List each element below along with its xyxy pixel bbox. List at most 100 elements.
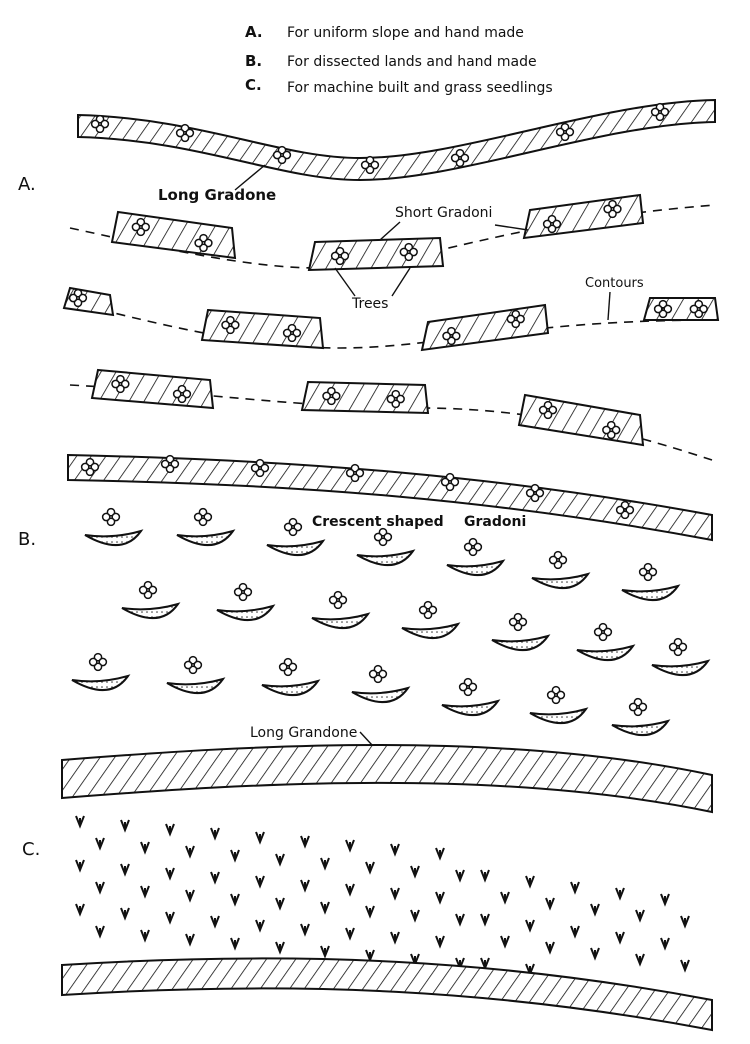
tree-icon	[80, 457, 100, 477]
tree-lobe	[282, 328, 292, 338]
crescent-gradoni	[621, 562, 681, 602]
grass-seedling-icon	[525, 919, 535, 933]
grass-seedling-icon	[410, 865, 420, 879]
tree-icon	[602, 420, 621, 440]
tree-lobe	[603, 204, 613, 214]
tree-lobe	[175, 128, 185, 138]
tree-icon	[345, 463, 365, 483]
grass-seedling-icon	[95, 837, 105, 851]
grass-seedling-icon	[390, 931, 400, 945]
tree-lobe	[555, 127, 565, 137]
tree-lobe	[278, 662, 288, 672]
tree-icon	[593, 622, 613, 642]
tree-icon	[283, 517, 303, 537]
crescent-gradoni-group	[71, 507, 711, 737]
crescent-gradoni	[611, 697, 671, 737]
grass-seedling-icon	[75, 859, 85, 873]
crescent-gradoni	[71, 652, 131, 692]
long-gradone-leader	[234, 164, 266, 191]
tree-icon	[233, 582, 253, 602]
gradoni-label: Gradoni	[464, 514, 526, 530]
tree-lobe	[360, 160, 370, 170]
grass-seedling-icon	[635, 953, 645, 967]
tree-icon	[603, 199, 622, 219]
short-gradoni-segment	[200, 308, 325, 350]
crescent-gradoni	[216, 582, 276, 622]
tree-lobe	[138, 585, 148, 595]
tree-icon	[138, 580, 158, 600]
grass-seedling-icon	[410, 909, 420, 923]
tree-lobe	[160, 459, 170, 469]
grass-seedling-icon	[95, 881, 105, 895]
grass-seedling-icon	[660, 937, 670, 951]
tree-lobe	[458, 682, 468, 692]
tree-icon	[615, 500, 635, 520]
tree-icon	[373, 527, 393, 547]
short-gradoni-group	[62, 193, 720, 447]
tree-lobe	[538, 405, 548, 415]
tree-icon	[525, 483, 545, 503]
tree-icon	[508, 612, 528, 632]
grass-seedling-icon	[455, 869, 465, 883]
crescent-gradoni	[351, 664, 411, 704]
trees-leader-1	[334, 267, 356, 297]
tree-icon	[542, 214, 562, 234]
tree-lobe	[330, 251, 340, 261]
grass-seedling-icon	[165, 823, 175, 837]
grass-seedling-icon	[230, 937, 240, 951]
tree-icon	[160, 454, 180, 474]
tree-icon	[555, 122, 575, 142]
tree-lobe	[272, 150, 282, 160]
grass-seedling-icon	[185, 933, 195, 947]
grass-seedling-icon	[140, 841, 150, 855]
tree-lobe	[88, 657, 98, 667]
crescent-shape	[621, 584, 681, 602]
crescent-gradoni	[446, 537, 506, 577]
trees-leader-2	[391, 267, 411, 297]
grass-seedling-icon	[635, 909, 645, 923]
crescent-shape	[611, 719, 671, 737]
tree-lobe	[322, 391, 331, 401]
tree-icon	[506, 309, 525, 329]
tree-lobe	[233, 587, 243, 597]
crescent-gradoni	[266, 517, 326, 557]
tree-lobe	[525, 488, 535, 498]
grass-seedling-icon	[545, 941, 555, 955]
tree-lobe	[80, 462, 90, 472]
crescent-shape	[84, 529, 144, 547]
tree-lobe	[368, 669, 378, 679]
section-label-b: B.	[18, 529, 36, 550]
tree-lobe	[638, 567, 648, 577]
tree-lobe	[345, 468, 355, 478]
tree-lobe	[111, 379, 120, 389]
grass-seedling-icon	[120, 819, 130, 833]
tree-icon	[272, 145, 292, 165]
tree-lobe	[250, 463, 260, 473]
crescent-shape	[121, 602, 181, 620]
crescent-shape	[651, 659, 711, 677]
tree-icon	[458, 677, 478, 697]
tree-lobe	[548, 555, 558, 565]
grass-seedling-icon	[120, 907, 130, 921]
legend: A. For uniform slope and hand made B. Fo…	[245, 23, 553, 96]
grass-seedling-icon	[275, 853, 285, 867]
long-grandone-label: Long Grandone	[250, 725, 357, 741]
tree-lobe	[593, 627, 603, 637]
grass-seedling-icon	[210, 871, 220, 885]
grass-seedling-icon	[545, 897, 555, 911]
tree-icon	[386, 389, 405, 409]
tree-icon	[221, 315, 240, 335]
crescent-shape	[446, 559, 506, 577]
tree-icon	[548, 550, 568, 570]
crescent-shape	[356, 549, 416, 567]
grass-seedling-icon	[75, 903, 85, 917]
long-grandone-band-bottom	[61, 957, 713, 1032]
tree-lobe	[628, 702, 638, 712]
grass-seedling-icon	[590, 903, 600, 917]
tree-icon	[111, 374, 130, 394]
tree-icon	[175, 123, 195, 143]
grass-seedling-icon	[165, 867, 175, 881]
long-gradone-label: Long Gradone	[158, 186, 276, 204]
grass-seedling-icon	[120, 863, 130, 877]
crescent-shape	[529, 707, 589, 725]
